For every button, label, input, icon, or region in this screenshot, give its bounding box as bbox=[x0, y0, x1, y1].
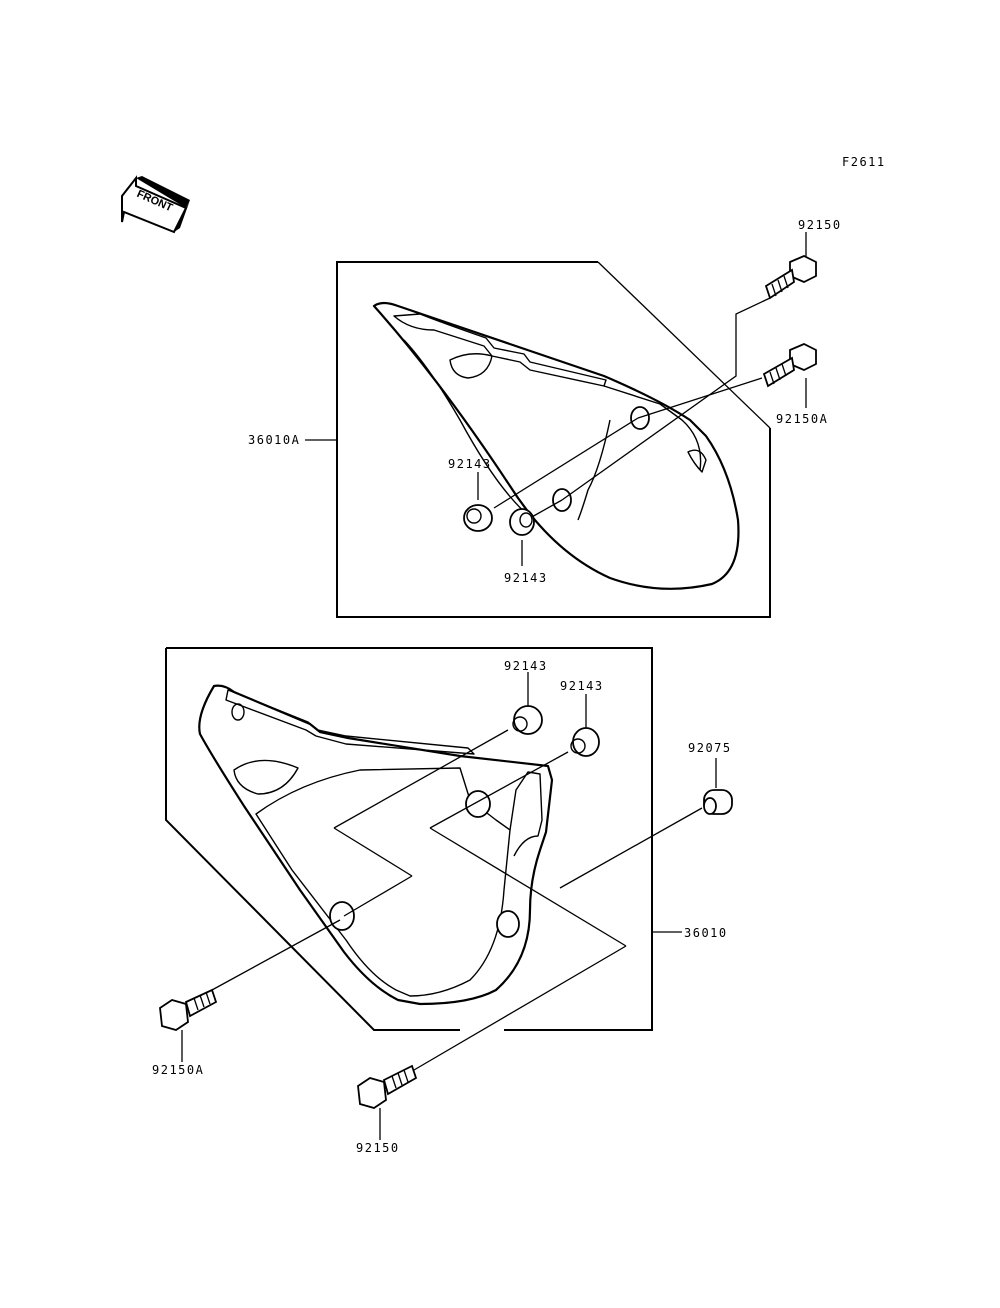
label-36010: 36010 bbox=[684, 926, 728, 940]
grommet-92143-bottom-right bbox=[570, 727, 600, 757]
label-92150-bottom: 92150 bbox=[356, 1141, 400, 1155]
bottom-box bbox=[165, 647, 653, 1031]
grommet-92143-bottom-left bbox=[512, 705, 543, 735]
label-92143-top-right: 92143 bbox=[504, 571, 548, 585]
side-cover-36010A bbox=[372, 301, 740, 590]
cover-upper-hole bbox=[465, 790, 491, 818]
cover-right-hole bbox=[496, 910, 520, 938]
cover-lower-hole bbox=[329, 901, 355, 931]
figure-code: F2611 bbox=[842, 155, 886, 169]
bolt-92150A-bottom bbox=[159, 988, 218, 1031]
side-cover-36010 bbox=[198, 684, 554, 1006]
label-92150-top: 92150 bbox=[798, 218, 842, 232]
label-92150A-top: 92150A bbox=[776, 412, 828, 426]
label-92143-top-left: 92143 bbox=[448, 457, 492, 471]
grommet-92143-top-right bbox=[509, 508, 535, 536]
label-92150A-bottom: 92150A bbox=[152, 1063, 204, 1077]
bolt-92150-top bbox=[764, 255, 817, 300]
cap-92075 bbox=[703, 789, 733, 815]
bolt-92150A-top bbox=[762, 343, 817, 388]
label-36010A: 36010A bbox=[248, 433, 300, 447]
label-92075: 92075 bbox=[688, 741, 732, 755]
top-box bbox=[336, 261, 771, 618]
label-92143-bottom-right: 92143 bbox=[560, 679, 604, 693]
front-arrow-icon: FRONT bbox=[121, 175, 190, 234]
bolt-92150-bottom bbox=[357, 1064, 418, 1109]
label-92143-bottom-left: 92143 bbox=[504, 659, 548, 673]
grommet-92143-top-left bbox=[463, 504, 493, 532]
